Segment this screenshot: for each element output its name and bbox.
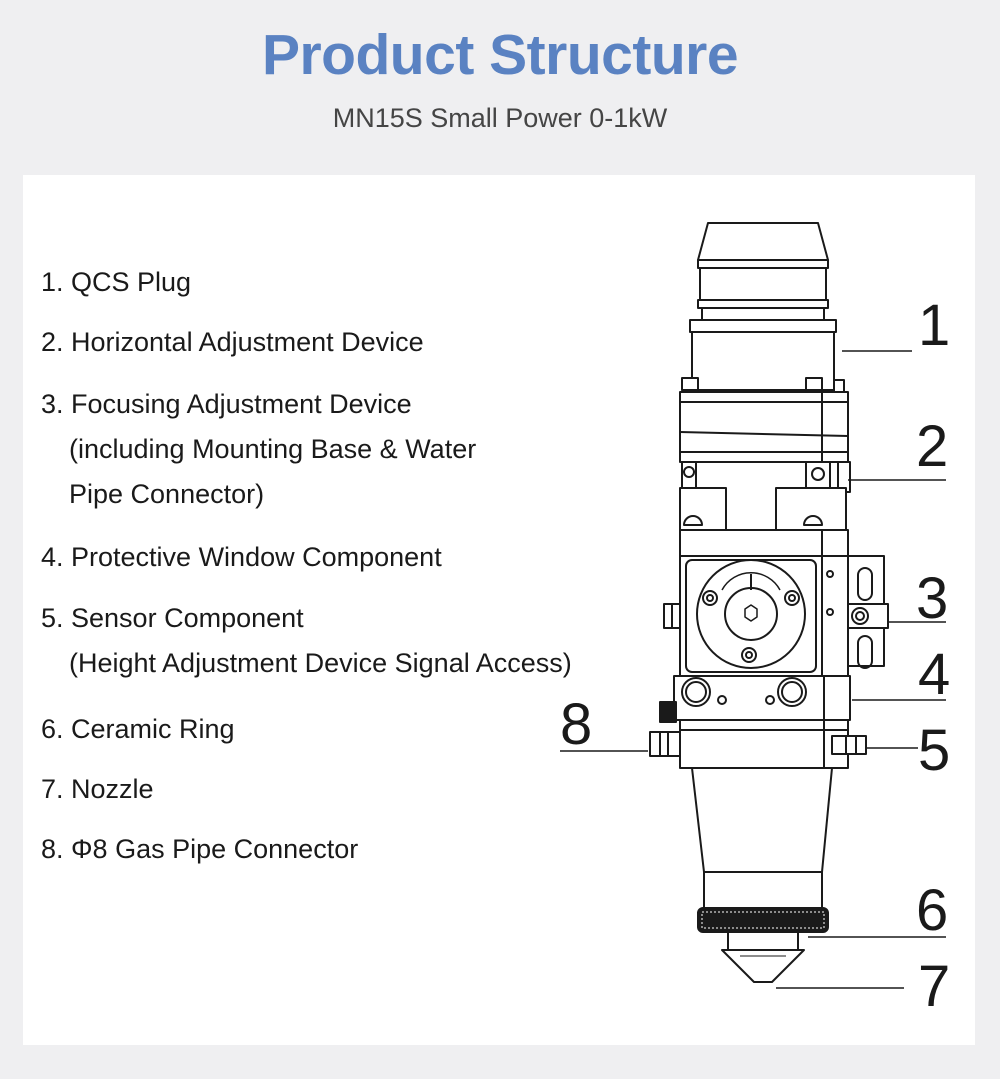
focusing-adjustment-drawing	[663, 529, 889, 677]
upper-body-drawing	[681, 331, 845, 393]
sensor-component-drawing	[649, 719, 867, 769]
callout-5: 5	[918, 718, 950, 783]
page-subtitle: MN15S Small Power 0-1kW	[332, 103, 668, 133]
qcs-plug-drawing	[689, 222, 837, 333]
part-label: 7. Nozzle	[41, 774, 154, 804]
part-label-continued: Pipe Connector)	[69, 479, 265, 509]
part-label: 3. Focusing Adjustment Device	[41, 389, 412, 419]
part-item-6: 6. Ceramic Ring	[41, 707, 235, 752]
horizontal-adjustment-drawing	[679, 391, 851, 531]
ceramic-ring-drawing	[697, 907, 829, 933]
part-label: 1. QCS Plug	[41, 267, 192, 297]
callout-1: 1	[918, 293, 950, 358]
part-label: 8. Φ8 Gas Pipe Connector	[41, 834, 359, 864]
part-item-2: 2. Horizontal Adjustment Device	[41, 320, 424, 365]
part-item-5: 5. Sensor Component (Height Adjustment D…	[41, 596, 572, 686]
part-label-continued: (including Mounting Base & Water	[69, 434, 477, 464]
callout-2: 2	[916, 414, 948, 479]
diagram-panel: 1. QCS Plug 2. Horizontal Adjustment Dev…	[23, 175, 975, 1045]
part-label-continued: (Height Adjustment Device Signal Access)	[69, 648, 572, 678]
callout-7: 7	[918, 954, 950, 1019]
nozzle-drawing	[721, 931, 805, 983]
part-item-7: 7. Nozzle	[41, 767, 154, 812]
protective-window-drawing	[659, 675, 851, 723]
part-item-4: 4. Protective Window Component	[41, 535, 442, 580]
callout-3: 3	[916, 566, 948, 631]
callout-8: 8	[560, 692, 592, 757]
part-label: 2. Horizontal Adjustment Device	[41, 327, 424, 357]
part-item-3: 3. Focusing Adjustment Device (including…	[41, 382, 476, 517]
lower-cone-drawing	[691, 767, 833, 909]
laser-head-diagram: 1 2 3 4 5 6 7 8	[560, 222, 950, 1019]
part-item-8: 8. Φ8 Gas Pipe Connector	[41, 827, 358, 872]
part-label: 4. Protective Window Component	[41, 542, 442, 572]
callout-4: 4	[918, 642, 950, 707]
callout-leaders	[560, 350, 946, 989]
part-label: 5. Sensor Component	[41, 603, 304, 633]
part-item-1: 1. QCS Plug	[41, 260, 191, 305]
page-title: Product Structure	[261, 23, 739, 87]
callout-6: 6	[916, 878, 948, 943]
part-label: 6. Ceramic Ring	[41, 714, 235, 744]
